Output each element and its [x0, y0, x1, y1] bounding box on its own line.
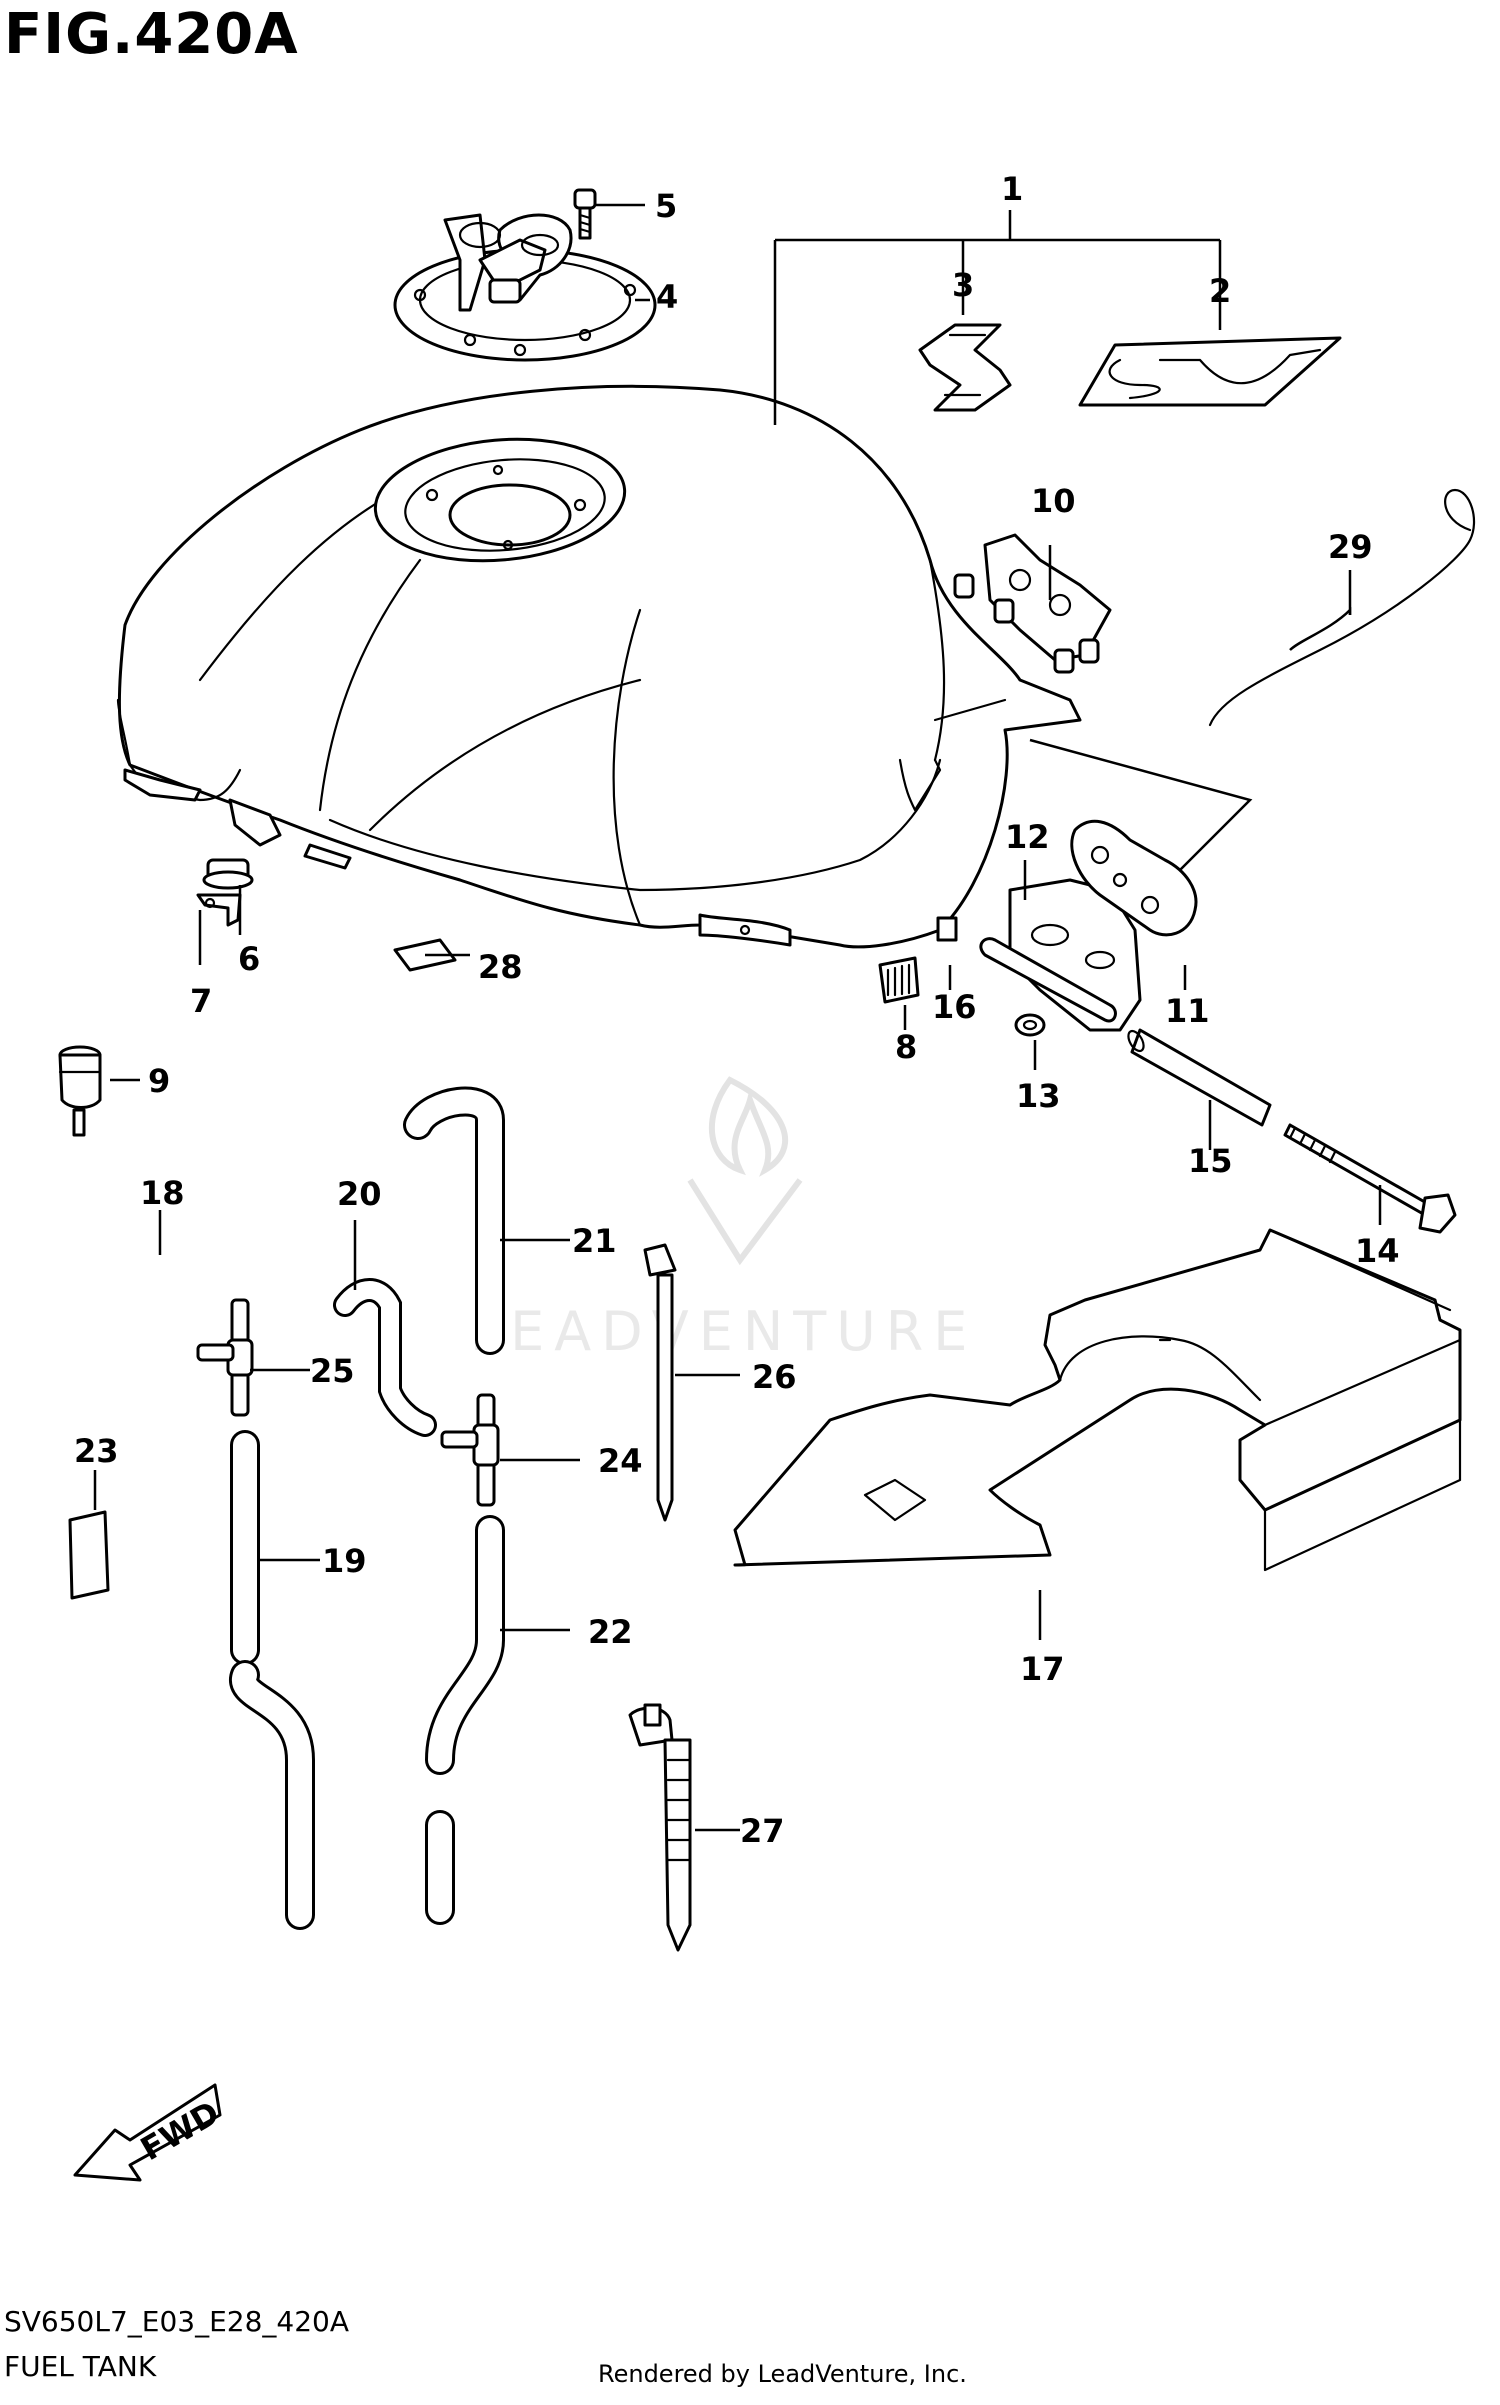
callout-19: 19 [322, 1542, 367, 1580]
callout-16: 16 [932, 988, 977, 1026]
sv-badge [1078, 336, 1342, 407]
t-joint-part-24 [440, 1393, 500, 1507]
callout-13: 13 [1016, 1077, 1061, 1115]
callout-29: 29 [1328, 528, 1373, 566]
suzuki-emblem [918, 323, 1012, 412]
forward-arrow: FWD [73, 2083, 226, 2182]
callout-2: 2 [1209, 272, 1231, 310]
hose-part-19-lower [232, 1663, 312, 1927]
callout-numbers: 1 2 3 4 5 6 7 8 9 10 11 12 13 14 15 16 1… [74, 170, 1400, 1850]
callout-25: 25 [310, 1352, 355, 1390]
fwd-label: FWD [134, 2093, 226, 2168]
callout-22: 22 [588, 1613, 633, 1651]
callout-11: 11 [1165, 992, 1210, 1030]
callout-7: 7 [190, 982, 212, 1020]
leader-lines [93, 203, 1382, 1832]
callout-17: 17 [1020, 1650, 1065, 1688]
clip-part-16 [936, 916, 958, 942]
pad-part-8 [878, 956, 920, 1004]
hose-part-21 [406, 1089, 502, 1352]
callout-28: 28 [478, 948, 523, 986]
callout-27: 27 [740, 1812, 785, 1850]
hose-part-22 [428, 1518, 502, 1772]
callout-20: 20 [337, 1175, 382, 1213]
callout-1: 1 [1001, 170, 1023, 208]
drain-part-6 [202, 858, 254, 890]
callout-5: 5 [655, 187, 677, 225]
callout-9: 9 [148, 1062, 170, 1100]
callout-23: 23 [74, 1432, 119, 1470]
t-joint-part-25 [196, 1298, 254, 1417]
callout-12: 12 [1005, 818, 1050, 856]
diagram-name: FUEL TANK [4, 2350, 157, 2383]
fuel-cap [393, 213, 657, 362]
callout-24: 24 [598, 1442, 643, 1480]
heat-shield-part-17 [733, 1228, 1462, 1572]
hinge-assembly [979, 819, 1198, 1032]
callout-14: 14 [1355, 1232, 1400, 1270]
bracket-part-10 [953, 533, 1112, 674]
hose-part-20 [336, 1281, 434, 1434]
cap-part-9 [58, 1045, 102, 1137]
fuel-tank [116, 384, 1082, 949]
callout-21: 21 [572, 1222, 617, 1260]
washer-part-7 [196, 893, 242, 927]
clamp-part-27 [628, 1703, 692, 1952]
callout-18: 18 [140, 1174, 185, 1212]
screw-part-5 [573, 188, 597, 240]
callout-10: 10 [1031, 482, 1076, 520]
wire-part-29 [1208, 488, 1475, 727]
label-part-23 [68, 1510, 110, 1600]
callout-6: 6 [238, 940, 260, 978]
nut-part-13 [1014, 1013, 1046, 1037]
figure-title: FIG.420A [4, 2, 299, 67]
callout-4: 4 [656, 278, 678, 316]
watermark-logo [687, 1076, 803, 1266]
callout-26: 26 [752, 1358, 797, 1396]
collar-part-15 [1127, 1028, 1272, 1127]
callout-15: 15 [1188, 1142, 1233, 1180]
diagram-code: SV650L7_E03_E28_420A [4, 2305, 350, 2338]
rendered-by-credit: Rendered by LeadVenture, Inc. [598, 2360, 967, 2388]
callout-8: 8 [895, 1028, 917, 1066]
bolt-part-14 [1283, 1123, 1457, 1234]
callout-3: 3 [952, 266, 974, 304]
cable-tie-part-26 [643, 1243, 677, 1522]
watermark-text: LEADVENTURE [470, 1300, 978, 1363]
